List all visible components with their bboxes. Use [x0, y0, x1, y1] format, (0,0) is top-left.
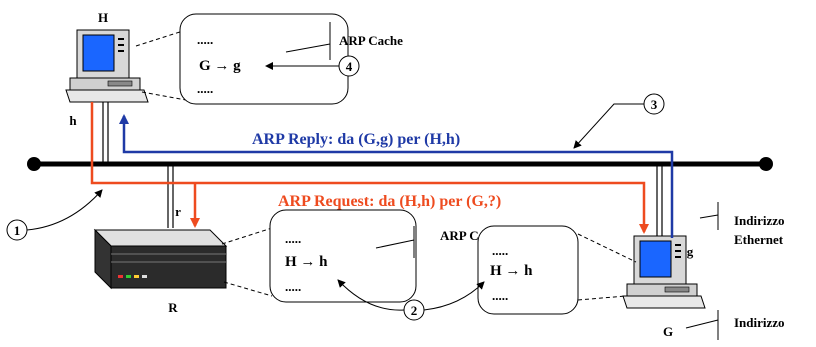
- arp-cache-h-title: ARP Cache: [339, 33, 403, 48]
- step-4-callout: [265, 55, 360, 77]
- host-g-computer-icon: [622, 235, 706, 309]
- cache-h-line3: .....: [197, 81, 213, 96]
- ethernet-bus: [27, 157, 773, 171]
- cache-g-line1: .....: [492, 243, 508, 258]
- host-h-label: H: [98, 10, 108, 25]
- arp-reply-label: ARP Reply: da (G,g) per (H,h): [252, 131, 460, 148]
- ethernet-address-annotation-line2: Ethernet: [734, 232, 784, 247]
- arp-cache-r: ..... H → h .....: [269, 209, 417, 303]
- cache-g-line3: .....: [492, 288, 508, 303]
- cache-connector-lines: [135, 29, 637, 301]
- step-2-label: 2: [411, 303, 418, 318]
- cache-g-entry: H → h: [490, 263, 533, 279]
- host-g-label: G: [663, 324, 673, 339]
- ethernet-address-callout: [699, 202, 719, 230]
- router-r-label: R: [168, 300, 178, 315]
- step-2-callout: [337, 279, 485, 321]
- host-h-address-label: h: [69, 113, 77, 128]
- step-3-callout: [573, 93, 665, 149]
- router-r-icon: [93, 228, 228, 290]
- cache-r-line1: .....: [285, 231, 301, 246]
- step-4-label: 4: [346, 59, 353, 74]
- cache-r-line3: .....: [285, 279, 301, 294]
- drop-cables: [102, 102, 663, 238]
- step-1-callout: [6, 189, 103, 241]
- arp-cache-h: ..... G → g .....: [179, 13, 349, 105]
- host-g-address-label: g: [687, 244, 694, 259]
- router-r-address-label: r: [175, 204, 181, 219]
- step-3-label: 3: [651, 97, 658, 112]
- arp-cache-title-callout: [285, 22, 331, 60]
- ip-address-callout: [685, 310, 719, 340]
- ethernet-address-annotation-line1: Indirizzo: [734, 213, 785, 228]
- step-1-label: 1: [14, 223, 21, 238]
- ip-address-annotation: Indirizzo: [734, 315, 785, 330]
- host-h-computer-icon: [65, 29, 149, 103]
- arp-request-label: ARP Request: da (H,h) per (G,?): [278, 193, 501, 210]
- arp-cache-r-title-callout: [375, 226, 415, 258]
- arp-reply-path: [119, 114, 674, 238]
- arp-request-path: [90, 102, 649, 234]
- cache-h-entry: G → g: [199, 58, 241, 74]
- cache-h-line1: .....: [197, 32, 213, 47]
- arp-cache-g: ..... H → h .....: [477, 225, 579, 315]
- cache-r-entry: H → h: [285, 254, 328, 270]
